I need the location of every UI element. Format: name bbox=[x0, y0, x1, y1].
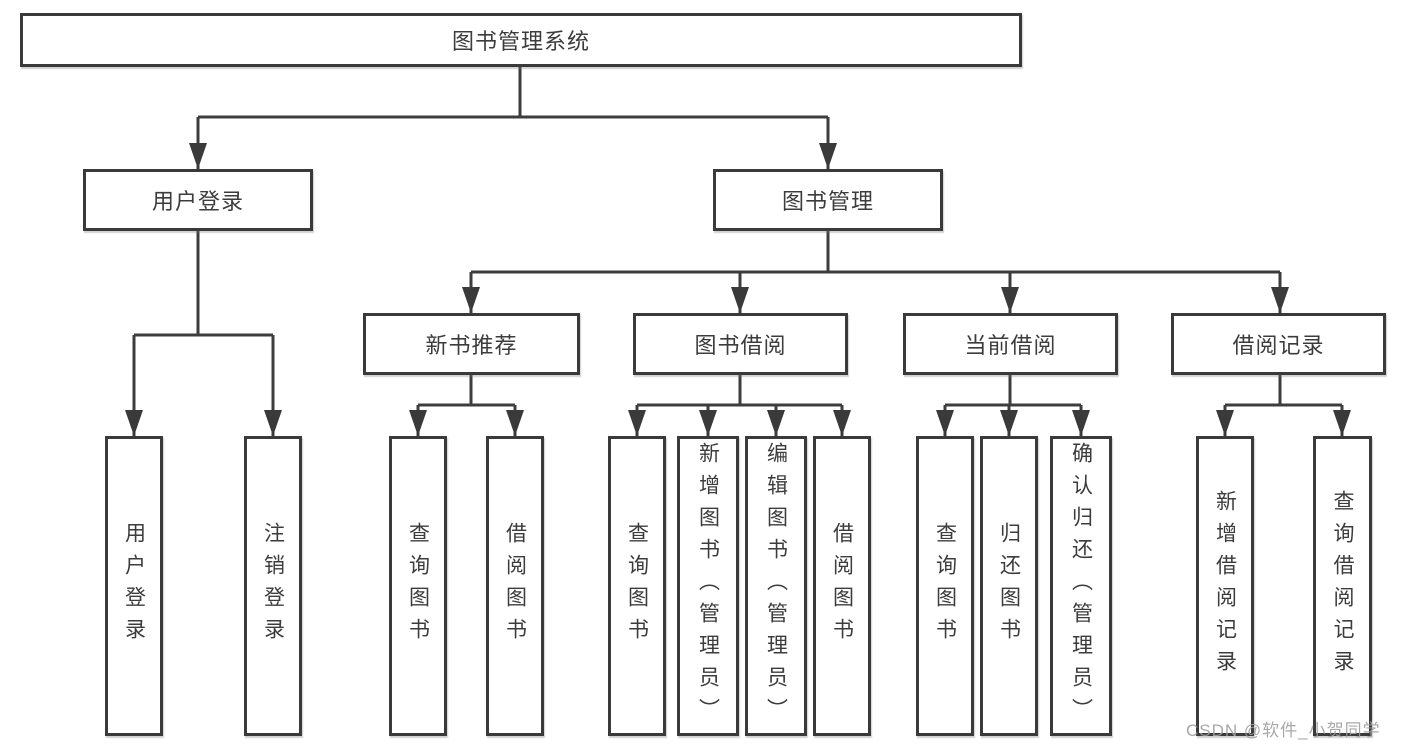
leaf-query-books-3: 查询图书 bbox=[916, 436, 974, 736]
csdn-watermark: CSDN @软件_小贺同学 bbox=[1186, 721, 1381, 740]
node-current-borrowing: 当前借阅 bbox=[903, 313, 1118, 375]
leaf-add-borrow-record: 新增借阅记录 bbox=[1196, 436, 1254, 736]
leaf-borrow-books-2: 借阅图书 bbox=[813, 436, 871, 736]
leaf-query-books-2: 查询图书 bbox=[608, 436, 666, 736]
leaf-edit-books-admin: 编辑图书（管理员） bbox=[745, 436, 807, 736]
node-new-book-recommendation: 新书推荐 bbox=[363, 313, 580, 375]
leaf-confirm-return-admin: 确认归还（管理员） bbox=[1050, 436, 1112, 736]
node-user-login: 用户登录 bbox=[83, 169, 313, 231]
node-library-management-system: 图书管理系统 bbox=[20, 13, 1022, 67]
leaf-return-books: 归还图书 bbox=[980, 436, 1038, 736]
node-book-management: 图书管理 bbox=[713, 169, 943, 231]
node-borrowing-records: 借阅记录 bbox=[1171, 313, 1386, 375]
leaf-borrow-books-1: 借阅图书 bbox=[486, 436, 544, 736]
node-book-borrowing: 图书借阅 bbox=[633, 313, 848, 375]
leaf-query-books-1: 查询图书 bbox=[389, 436, 447, 736]
leaf-user-login: 用户登录 bbox=[105, 436, 163, 736]
leaf-logout: 注销登录 bbox=[244, 436, 302, 736]
leaf-query-borrow-record: 查询借阅记录 bbox=[1313, 436, 1372, 736]
leaf-add-books-admin: 新增图书（管理员） bbox=[677, 436, 739, 736]
